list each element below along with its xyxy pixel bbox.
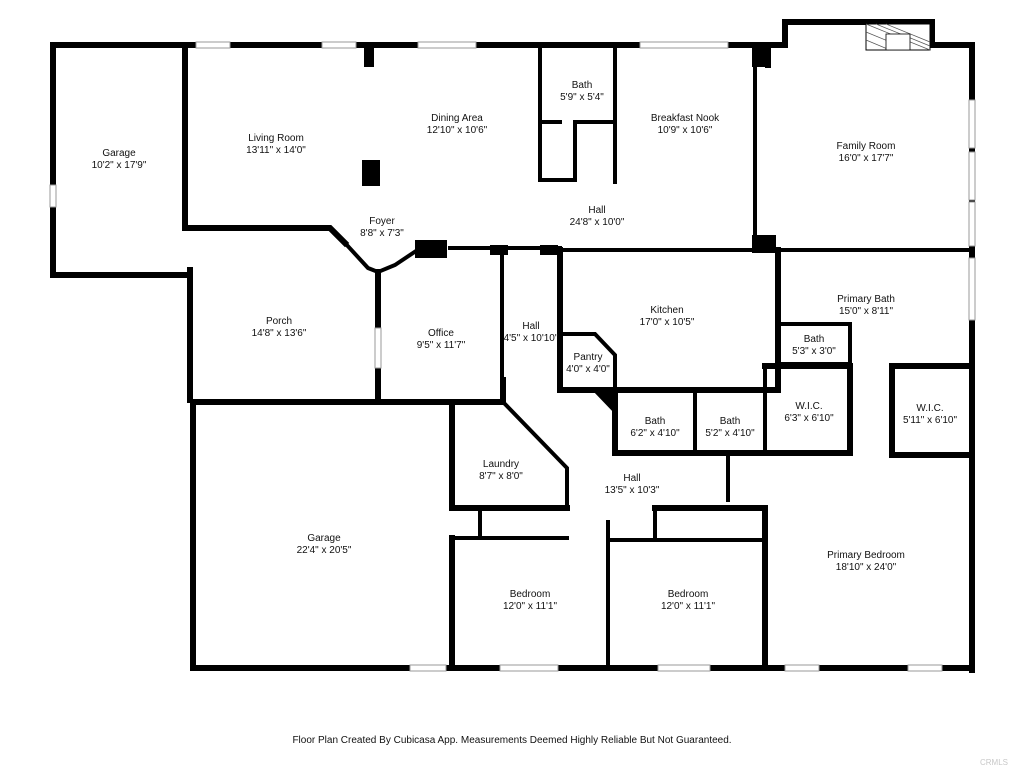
room-dimensions: 22'4" x 20'5"	[297, 545, 352, 556]
room-dimensions: 5'9" x 5'4"	[560, 92, 604, 103]
room-name: Primary Bedroom	[827, 550, 905, 561]
room-dimensions: 13'5" x 10'3"	[605, 485, 660, 496]
room-dimensions: 14'8" x 13'6"	[252, 328, 307, 339]
room-name: Bath	[645, 416, 666, 427]
room-dimensions: 18'10" x 24'0"	[836, 562, 897, 573]
room-name: Bath	[804, 334, 825, 345]
watermark-text: CRMLS	[979, 758, 1008, 767]
room-dimensions: 4'0" x 4'0"	[566, 364, 610, 375]
room-dimensions: 4'5" x 10'10"	[504, 333, 559, 344]
room-name: Laundry	[483, 459, 519, 470]
room-name: Garage	[102, 148, 136, 159]
room-dimensions: 8'8" x 7'3"	[360, 228, 404, 239]
room-dimensions: 5'3" x 3'0"	[792, 346, 836, 357]
room-name: Foyer	[369, 216, 395, 227]
room-name: Family Room	[837, 141, 896, 152]
room-dimensions: 8'7" x 8'0"	[479, 471, 523, 482]
room-name: Breakfast Nook	[651, 113, 720, 124]
room-dimensions: 15'0" x 8'11"	[839, 306, 894, 317]
room-name: Pantry	[574, 352, 603, 363]
room-name: Hall	[623, 473, 640, 484]
room-dimensions: 17'0" x 10'5"	[640, 317, 695, 328]
room-dimensions: 12'10" x 10'6"	[427, 125, 488, 136]
room-dimensions: 12'0" x 11'1"	[503, 601, 558, 612]
windows	[49, 23, 976, 672]
room-name: Office	[428, 328, 454, 339]
room-name: W.I.C.	[916, 403, 943, 414]
room-name: Living Room	[248, 133, 304, 144]
room-dimensions: 6'3" x 6'10"	[784, 413, 834, 424]
room-name: Hall	[588, 205, 605, 216]
disclaimer-text: Floor Plan Created By Cubicasa App. Meas…	[292, 735, 732, 746]
room-name: Bedroom	[510, 589, 551, 600]
room-name: Dining Area	[431, 113, 483, 124]
room-name: Primary Bath	[837, 294, 895, 305]
room-name: Hall	[522, 321, 539, 332]
room-dimensions: 10'9" x 10'6"	[658, 125, 713, 136]
room-name: Porch	[266, 316, 292, 327]
room-name: Bath	[572, 80, 593, 91]
room-name: Bath	[720, 416, 741, 427]
room-label-wic-right: W.I.C.5'11" x 6'10"	[903, 403, 958, 426]
room-dimensions: 12'0" x 11'1"	[661, 601, 716, 612]
room-dimensions: 9'5" x 11'7"	[417, 340, 466, 351]
room-dimensions: 16'0" x 17'7"	[839, 153, 894, 164]
room-label-wic-left: W.I.C.6'3" x 6'10"	[784, 401, 834, 424]
room-dimensions: 5'2" x 4'10"	[705, 428, 755, 439]
room-name: Kitchen	[650, 305, 683, 316]
room-name: Garage	[307, 533, 341, 544]
room-name: W.I.C.	[795, 401, 822, 412]
room-dimensions: 5'11" x 6'10"	[903, 415, 958, 426]
room-dimensions: 10'2" x 17'9"	[92, 160, 147, 171]
room-name: Bedroom	[668, 589, 709, 600]
room-dimensions: 24'8" x 10'0"	[570, 217, 625, 228]
room-dimensions: 13'11" x 14'0"	[246, 145, 306, 156]
room-dimensions: 6'2" x 4'10"	[630, 428, 680, 439]
